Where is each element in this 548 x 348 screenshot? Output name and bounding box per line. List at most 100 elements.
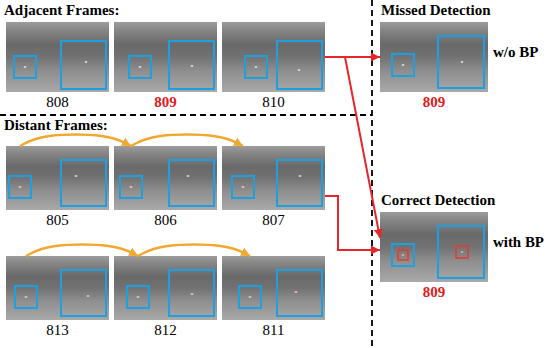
- search-box: [438, 36, 484, 88]
- video-frame: [380, 212, 488, 282]
- video-frame: 807: [222, 146, 325, 210]
- frame-image: [380, 22, 488, 92]
- search-box: [277, 160, 322, 206]
- target-dot: [298, 69, 301, 71]
- section-heading: Distant Frames:: [4, 118, 108, 133]
- video-frame: Correct Detectionwith BP809: [380, 212, 488, 282]
- search-box: [239, 286, 261, 308]
- panel-heading: Missed Detection: [381, 2, 491, 19]
- video-frame: [380, 22, 488, 92]
- target-dot: [130, 186, 133, 188]
- search-box: [392, 54, 414, 76]
- search-box: [169, 160, 214, 206]
- frame-image: [6, 146, 109, 210]
- video-frame: 811: [222, 256, 325, 320]
- search-box: [277, 270, 322, 316]
- propagation-arrow: [26, 245, 138, 257]
- section-divider: [0, 114, 372, 116]
- target-dot: [191, 293, 194, 295]
- video-frame: [222, 146, 325, 210]
- section-divider: [371, 0, 373, 348]
- section-heading: Adjacent Frames:: [4, 3, 119, 18]
- video-frame: 813: [6, 256, 109, 320]
- video-frame: 810: [222, 22, 325, 92]
- frame-image: [6, 256, 109, 320]
- flow-arrow: [325, 57, 380, 238]
- video-frame: [222, 22, 325, 92]
- search-box: [61, 270, 106, 316]
- frame-number: 809: [368, 284, 500, 301]
- frame-number: 812: [102, 322, 229, 339]
- method-tag: w/o BP: [493, 44, 538, 61]
- target-dot: [255, 66, 258, 68]
- target-dot: [25, 296, 28, 298]
- search-box: [129, 56, 151, 78]
- target-dot: [87, 295, 90, 297]
- video-frame: [114, 22, 217, 92]
- frame-number: 811: [210, 322, 337, 339]
- target-dot: [242, 186, 245, 188]
- frame-number: 806: [102, 212, 229, 229]
- search-box: [61, 160, 106, 206]
- video-frame: [6, 146, 109, 210]
- video-frame: 812: [114, 256, 217, 320]
- frame-number: 809: [368, 94, 500, 111]
- frame-image: [114, 22, 217, 92]
- search-box: [169, 41, 214, 89]
- target-dot: [187, 175, 190, 177]
- target-dot: [249, 296, 252, 298]
- target-dot: [191, 65, 194, 67]
- search-box: [392, 244, 414, 266]
- search-box: [438, 226, 484, 278]
- video-frame: [114, 146, 217, 210]
- video-frame: 806: [114, 146, 217, 210]
- frame-image: [222, 22, 325, 92]
- video-frame: 808: [6, 22, 109, 92]
- target-dot: [402, 64, 405, 66]
- propagation-arrow: [20, 135, 131, 147]
- target-dot: [461, 251, 464, 253]
- frame-image: [114, 146, 217, 210]
- video-frame: [222, 256, 325, 320]
- search-box: [127, 286, 149, 308]
- video-frame: 809: [114, 22, 217, 92]
- panel-heading: Correct Detection: [381, 192, 495, 209]
- frame-number: 813: [0, 322, 121, 339]
- flow-arrow: [325, 196, 380, 250]
- target-dot: [19, 186, 22, 188]
- frame-image: [114, 256, 217, 320]
- frame-number: 805: [0, 212, 121, 229]
- target-dot: [402, 254, 405, 256]
- video-frame: [6, 256, 109, 320]
- frame-number: 808: [0, 94, 121, 111]
- frame-number: 807: [210, 212, 337, 229]
- search-box: [15, 286, 37, 308]
- video-frame: [114, 256, 217, 320]
- search-box: [169, 270, 214, 316]
- frame-image: [222, 146, 325, 210]
- search-box: [232, 176, 254, 198]
- search-box: [9, 176, 31, 198]
- target-dot: [139, 66, 142, 68]
- frame-number: 810: [210, 94, 337, 111]
- propagation-arrow: [138, 245, 250, 257]
- search-box: [14, 56, 36, 78]
- target-dot: [24, 66, 27, 68]
- target-dot: [85, 61, 88, 63]
- detection-box: [456, 246, 468, 258]
- method-tag: with BP: [493, 234, 544, 251]
- target-dot: [299, 175, 302, 177]
- search-box: [245, 56, 267, 78]
- video-frame: 805: [6, 146, 109, 210]
- frame-image: [380, 212, 488, 282]
- search-box: [61, 41, 106, 89]
- detection-box: [398, 250, 408, 260]
- target-dot: [137, 296, 140, 298]
- frame-image: [6, 22, 109, 92]
- target-dot: [75, 175, 78, 177]
- search-box: [277, 41, 322, 89]
- frame-image: [222, 256, 325, 320]
- target-dot: [295, 291, 298, 293]
